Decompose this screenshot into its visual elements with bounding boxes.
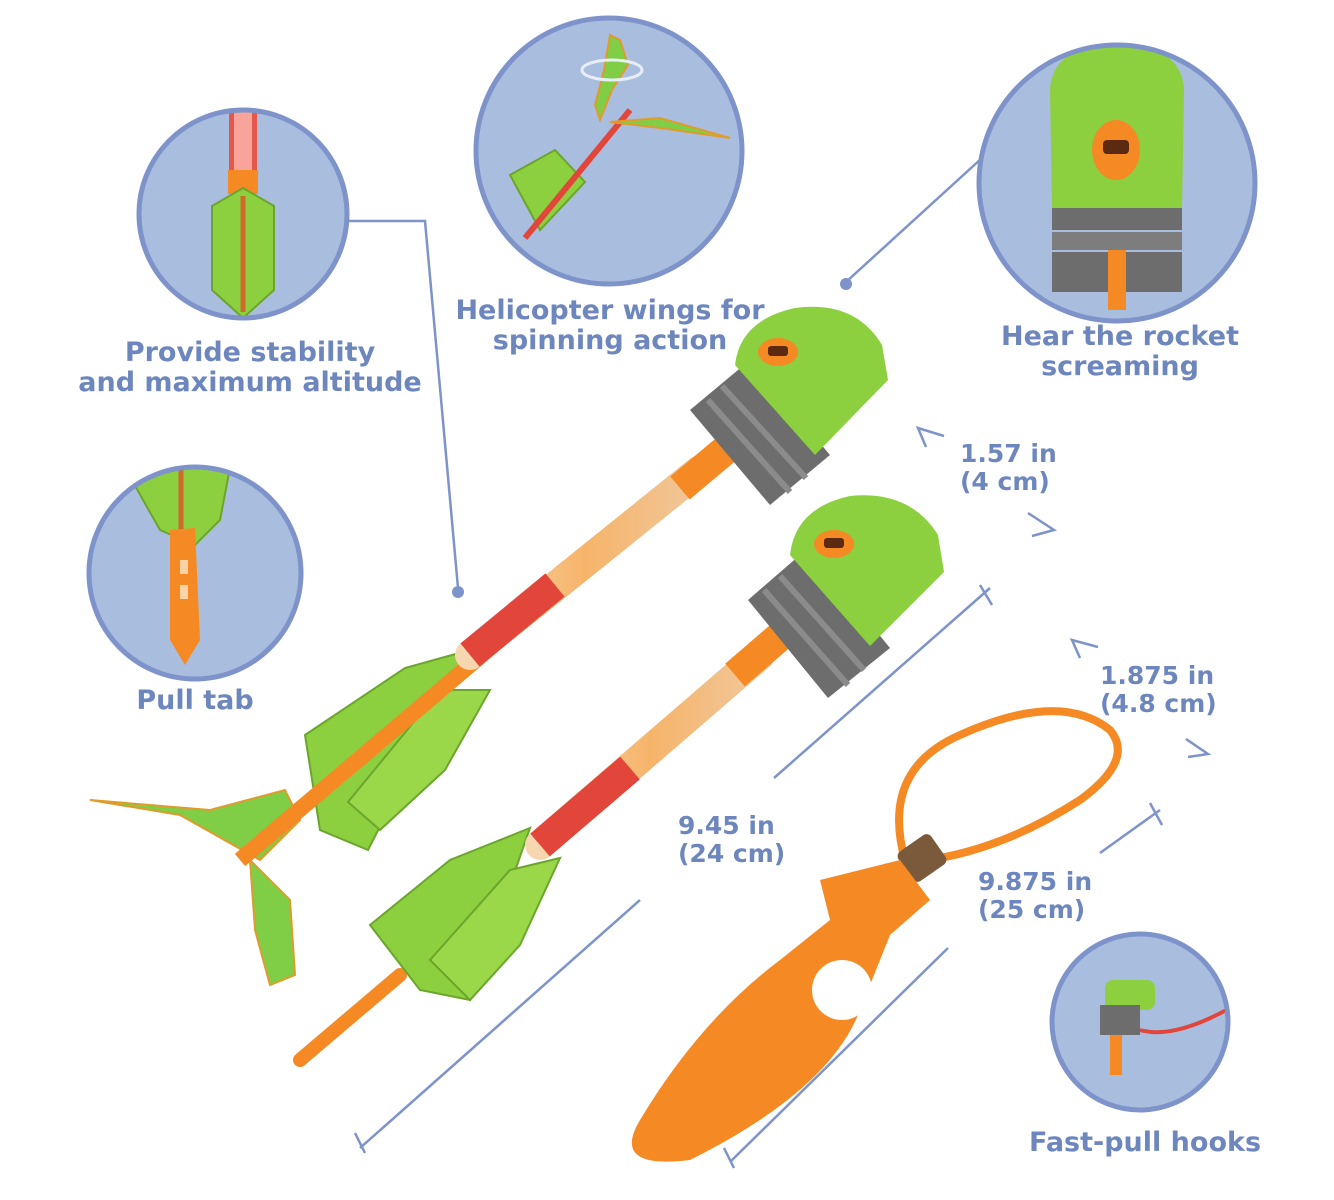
- launcher-length-cm: (25 cm): [978, 895, 1086, 924]
- pull-tab-circle: [86, 464, 304, 682]
- rocket-length-dimension: 9.45 in (24 cm): [678, 812, 785, 868]
- rocket: [293, 495, 944, 1067]
- launcher-width-dimension: 1.875 in (4.8 cm): [1100, 662, 1217, 718]
- helicopter-callout: Helicopter wings for spinning action: [440, 295, 780, 357]
- whistle-nose-circle: [976, 42, 1258, 324]
- leader-lines: [338, 157, 983, 589]
- screaming-line2: screaming: [1041, 351, 1199, 383]
- fin-detail-circle: [136, 107, 350, 321]
- helicopter-line1: Helicopter wings for: [455, 295, 765, 326]
- rocket-length-cm: (24 cm): [678, 839, 786, 868]
- stability-callout: Provide stability and maximum altitude: [60, 337, 440, 399]
- rocket-length-inch: 9.45 in: [678, 811, 775, 840]
- hooks-line1: Fast-pull hooks: [1028, 1127, 1262, 1158]
- nose-width-dimension: 1.57 in (4 cm): [960, 440, 1057, 496]
- launcher-width-cm: (4.8 cm): [1100, 689, 1217, 718]
- nose-width-cm: (4 cm): [960, 467, 1050, 496]
- screaming-line1: Hear the rocket: [1000, 321, 1239, 352]
- pull-tab-callout: Pull tab: [110, 685, 280, 716]
- hook-circle: [1049, 931, 1231, 1113]
- helicopter-wing-circle: [473, 15, 745, 287]
- nose-width-inch: 1.57 in: [960, 439, 1057, 468]
- leader-dot: [452, 586, 464, 598]
- dimension-lines: [353, 426, 1212, 1169]
- slingshot-launcher: [631, 707, 1122, 1162]
- launcher-width-inch: 1.875 in: [1100, 661, 1215, 690]
- helicopter-line2: spinning action: [492, 325, 728, 357]
- pull-tab-line1: Pull tab: [136, 685, 254, 716]
- launcher-length-dimension: 9.875 in (25 cm): [978, 868, 1092, 924]
- rocket-with-wings: [89, 306, 888, 987]
- screaming-callout: Hear the rocket screaming: [960, 321, 1280, 383]
- hooks-callout: Fast-pull hooks: [1000, 1127, 1290, 1158]
- stability-line1: Provide stability: [124, 337, 376, 368]
- leader-dot: [840, 278, 852, 290]
- stability-line2: and maximum altitude: [78, 367, 422, 399]
- launcher-length-inch: 9.875 in: [978, 867, 1093, 896]
